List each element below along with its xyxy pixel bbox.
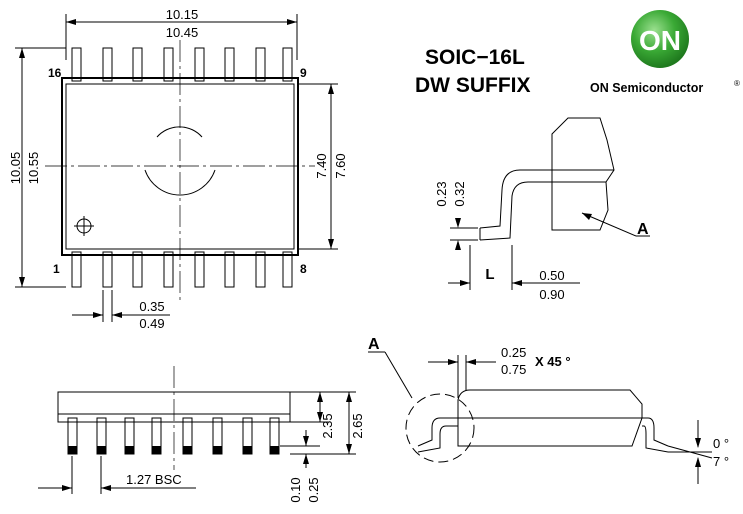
chamfer-min-label: 0.25 [501,345,526,360]
angle-min-label: 0 ° [713,436,729,451]
foot-length-label: L [485,266,494,283]
pin-16-label: 16 [48,66,62,80]
package-title-line1: SOIC−16L [425,46,525,69]
chamfer-suffix-label: X 45 ° [535,354,571,369]
brand-name: ON Semiconductor [590,81,703,95]
foot-min-label: 0.50 [539,268,564,283]
height-max-side-label: 2.65 [350,413,365,438]
angle-max-label: 7 ° [713,454,729,469]
pin-8-label: 8 [300,262,307,276]
standoff-min-label: 0.10 [288,477,303,502]
top-leads [71,47,293,82]
logo-text: ON [639,25,681,56]
bottom-leads [71,251,293,288]
lead-detail-view: 0.23 0.32 L 0.50 0.90 A [434,117,650,302]
height-max-label: 10.55 [26,152,41,185]
on-semi-logo: ON ON Semiconductor ® [590,10,740,95]
lead-width-max-label: 0.49 [139,316,164,331]
package-title-line2: DW SUFFIX [415,74,531,97]
lead-thickness-max-label: 0.32 [452,181,467,206]
end-view: A 0.25 0.75 X 45 ° 0 ° 7 ° [368,336,729,484]
detail-circle [405,393,475,463]
side-view: 2.35 2.65 0.10 0.25 1.27 BSC [38,366,365,503]
registered-mark: ® [734,79,740,88]
pin1-marker [74,216,94,236]
body-min-label: 7.40 [314,153,329,178]
lead-width-min-label: 0.35 [139,299,164,314]
end-callout-a: A [368,336,380,353]
pin-9-label: 9 [300,66,307,80]
detail-callout-a: A [637,221,649,238]
pin-1-label: 1 [53,262,60,276]
width-min-label: 10.15 [166,7,199,22]
width-max-label: 10.45 [166,25,199,40]
standoff-max-label: 0.25 [306,477,321,502]
foot-max-label: 0.90 [539,287,564,302]
body-max-label: 7.60 [333,153,348,178]
height-min-label: 10.05 [8,152,23,185]
lead-thickness-min-label: 0.23 [434,181,449,206]
chamfer-max-label: 0.75 [501,362,526,377]
pitch-label: 1.27 BSC [126,472,182,487]
top-view: 10.15 10.45 10.05 10.55 [8,7,348,331]
height-min-side-label: 2.35 [320,413,335,438]
